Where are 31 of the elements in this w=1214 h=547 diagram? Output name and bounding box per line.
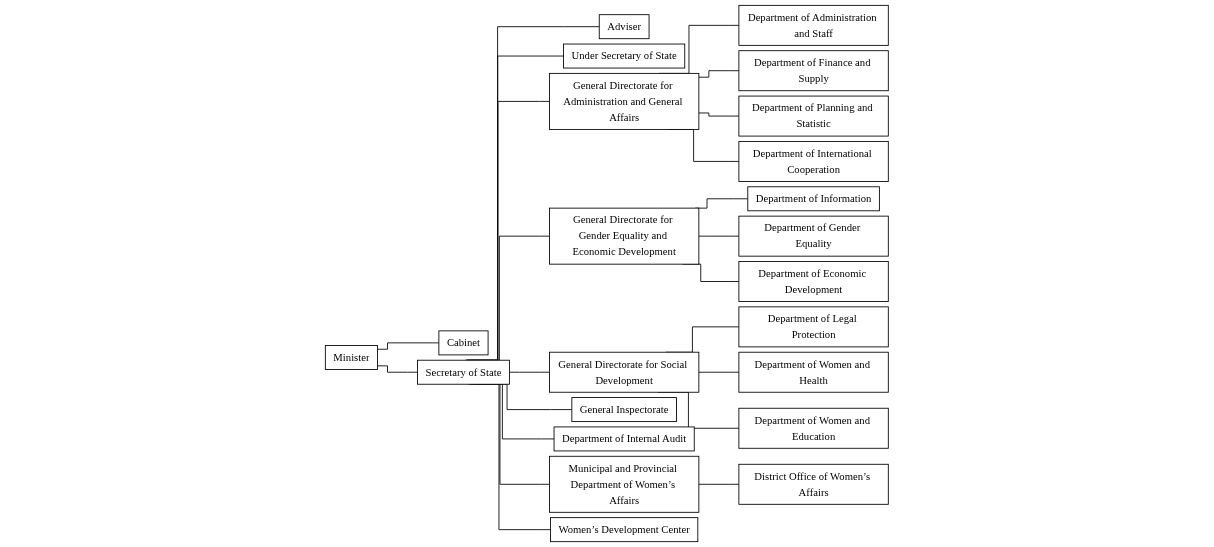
connector [509,371,551,373]
node-box: Minister [325,345,379,370]
connector [698,112,740,117]
node-box: Department of Finance and Supply [738,50,889,92]
node-box: Women’s Development Center [550,517,699,543]
node-box: Department of Economic Development [738,261,889,302]
node-box: General Inspectorate [571,397,678,423]
connector [698,70,740,78]
node-box: Department of Women and Health [738,351,889,393]
node-box: Secretary of State [417,359,511,385]
node-box: Municipal and Provincial Department of Women’s Affairs [549,455,700,513]
connector [698,483,740,485]
node-box: Department of Women and Education [738,407,889,449]
connector [698,371,740,373]
node-box: Department of International Cooperation [738,141,889,182]
node-box: Department of Legal Protection [738,306,889,348]
connector [698,235,740,237]
node-box: General Directorate for Administration and General Affairs [549,72,700,130]
node-box: District Office of Women’s Affairs [738,463,889,505]
node-box: Under Secretary of State [563,43,686,69]
node-box: Department of Internal Audit [553,426,695,452]
node-box: General Directorate for Social Development [549,351,700,393]
node-box: Adviser [599,14,650,40]
node-box: General Directorate for Gender Equality and Economic Development [549,207,700,265]
node-box: Department of Gender Equality [738,215,889,257]
node-box: Department of Planning and Statistic [738,95,889,137]
connector [377,342,440,350]
node-box: Cabinet [438,330,489,356]
connector [377,365,419,373]
node-box: Department of Information [747,186,880,212]
node-box: Department of Administration and Staff [738,4,889,46]
